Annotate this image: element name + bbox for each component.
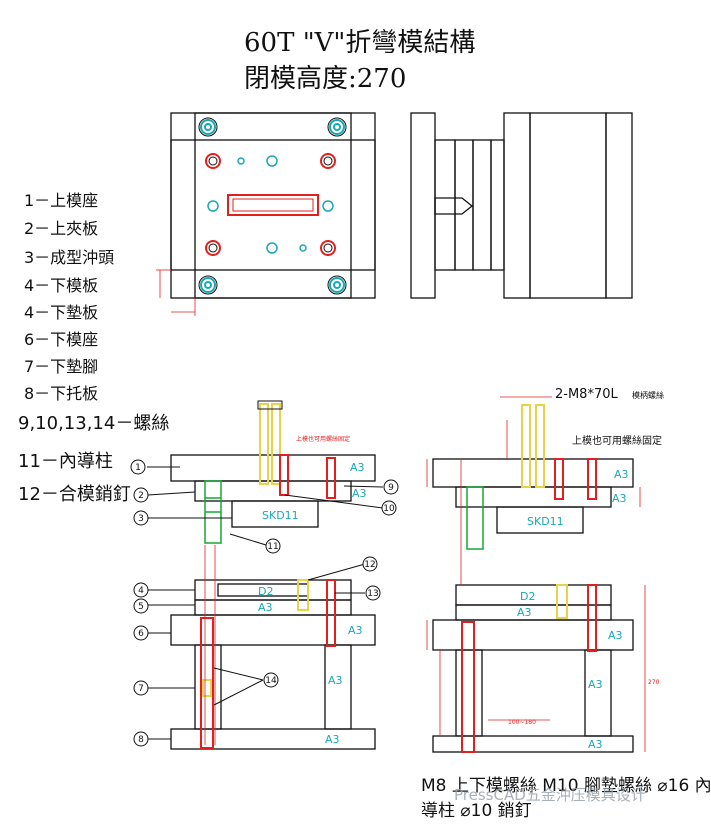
callout-3: 3: [138, 514, 144, 524]
legend-item-4b: 4－下墊板: [24, 303, 99, 322]
legend-item-9: 9,10,13,14－螺絲: [18, 413, 170, 434]
label-d2-right: D2: [520, 590, 535, 603]
legend-item-3: 3－成型沖頭: [24, 248, 115, 267]
callout-7: 7: [138, 684, 144, 694]
watermark-text: PressCAD五金沖压模具设计: [454, 786, 646, 804]
callout-1: 1: [135, 463, 141, 473]
label-a3-pad-right: A3: [517, 606, 532, 619]
legend-item-7: 7－下墊腳: [24, 357, 99, 376]
legend-item-1: 1－上模座: [24, 191, 99, 210]
label-skd11-right: SKD11: [527, 515, 564, 528]
label-a3-clamp-right: A3: [612, 492, 627, 505]
callout-13: 13: [367, 589, 378, 599]
callout-8: 8: [138, 735, 144, 745]
label-a3-clamp-left: A3: [352, 487, 367, 500]
legend-item-12: 12－合模銷釘: [18, 484, 131, 505]
label-a3-base-left: A3: [348, 624, 363, 637]
legend-item-4a: 4－下模板: [24, 276, 99, 295]
fix-note: 上模也可用螺絲固定: [572, 434, 662, 447]
drawing-title: 60T "V"折彎模結構: [244, 28, 476, 58]
label-a3-upper-left: A3: [350, 461, 365, 474]
right-section-upper-die: [426, 396, 641, 550]
right-section-lower-die: [426, 459, 646, 753]
callout-2: 2: [138, 491, 144, 501]
callout-9: 9: [388, 483, 394, 493]
callout-10: 10: [383, 504, 395, 514]
label-a3-upper-right: A3: [614, 468, 629, 481]
left-section-upper-die: [170, 400, 376, 544]
callout-leaders: [147, 466, 384, 740]
callout-5: 5: [138, 602, 144, 612]
bottom-note-line2: 導柱 ⌀10 銷釘: [421, 801, 532, 821]
callout-12: 12: [364, 560, 375, 570]
legend-item-6: 6－下模座: [24, 330, 99, 349]
legend-item-8: 8－下托板: [24, 384, 99, 403]
left-small-note: 上模也可用螺絲固定: [296, 435, 350, 443]
callout-14: 14: [265, 676, 277, 686]
dim-a: 100~180: [508, 719, 536, 726]
label-a3-foot-left: A3: [328, 674, 343, 687]
closed-height-title: 閉模高度:270: [244, 64, 407, 94]
callout-4: 4: [138, 586, 144, 596]
label-a3-pad-left: A3: [258, 601, 273, 614]
label-a3-foot-right: A3: [588, 678, 603, 691]
bottom-note-line1: M8 上下模螺絲 M10 腳墊螺絲 ⌀16 內: [421, 776, 711, 796]
callout-6: 6: [138, 629, 144, 639]
label-a3-plate-left: A3: [325, 733, 340, 746]
label-d2-left: D2: [258, 585, 273, 598]
dim-b: 270: [648, 679, 660, 686]
screw-note: 2-M8*70L: [555, 387, 618, 402]
screw-note-small: 模柄螺絲: [632, 390, 664, 400]
callout-11: 11: [267, 542, 278, 552]
legend-item-2: 2－上夾板: [24, 219, 99, 238]
top-plan-view: [156, 112, 376, 316]
left-section-lower-die: [170, 545, 376, 750]
label-skd11-left: SKD11: [262, 509, 299, 522]
legend-item-11: 11－內導柱: [18, 451, 113, 472]
side-elevation-view: [410, 112, 633, 299]
label-a3-base-right: A3: [608, 629, 623, 642]
label-a3-plate-right: A3: [588, 738, 603, 751]
